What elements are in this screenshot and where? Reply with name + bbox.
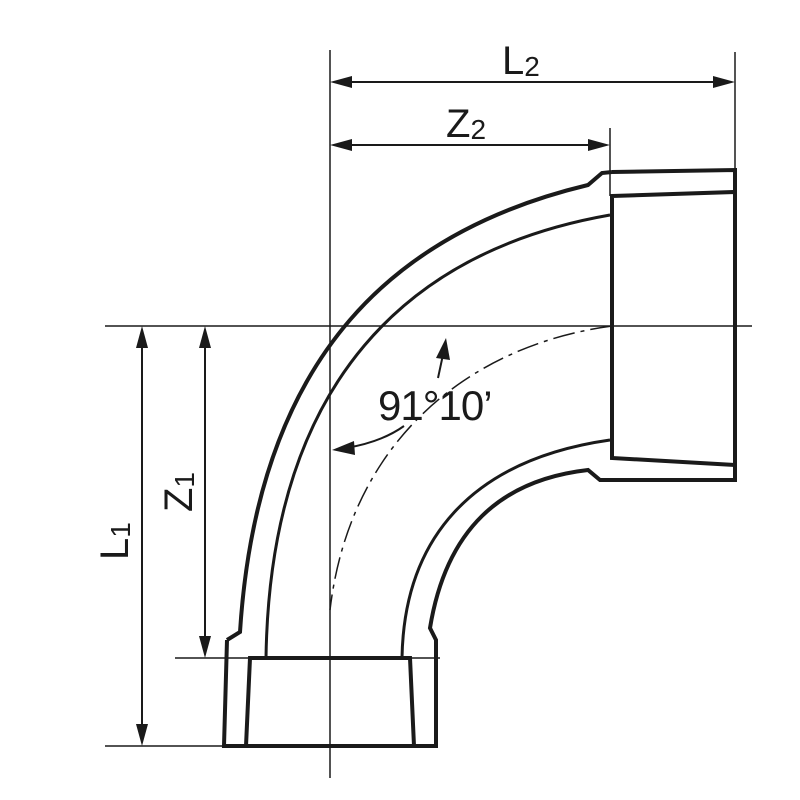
- right-socket-outer: [611, 167, 737, 482]
- label-l1: L1: [93, 522, 137, 560]
- dimension-z1: Z1: [157, 326, 211, 658]
- angle-label: 91°10’: [378, 382, 492, 429]
- arrow-head: [330, 76, 352, 88]
- arrow-head: [199, 326, 211, 348]
- bottom-socket: [221, 639, 438, 748]
- arrow-head: [330, 139, 352, 151]
- label-l2: L2: [502, 39, 540, 83]
- arrow-head: [136, 724, 148, 746]
- label-z2: Z2: [446, 102, 486, 146]
- angle-arc-lower: [345, 425, 405, 449]
- dimension-z2: Z2: [330, 102, 610, 151]
- pipe-centerline-arc: [329, 325, 613, 611]
- bottom-socket-bore: [243, 656, 417, 748]
- arrow-head: [332, 441, 355, 455]
- elbow-outer-wall: [225, 170, 613, 642]
- dimension-l1: L1: [93, 326, 148, 746]
- label-z1: Z1: [157, 472, 201, 512]
- arrow-head: [136, 326, 148, 348]
- arrow-head: [199, 636, 211, 658]
- arrow-head: [713, 76, 735, 88]
- right-socket: [610, 167, 737, 482]
- elbow-inner-wall: [427, 467, 612, 658]
- elbow-outer-inner-wall: [264, 213, 611, 659]
- arrow-head: [436, 338, 450, 360]
- elbow-body: [225, 170, 613, 659]
- dimension-l2: L2: [330, 39, 735, 88]
- angle-indicator: 91°10’: [332, 338, 493, 455]
- elbow-inner-inner-wall: [400, 438, 611, 659]
- arrow-head: [588, 139, 610, 151]
- right-socket-bore: [610, 189, 737, 468]
